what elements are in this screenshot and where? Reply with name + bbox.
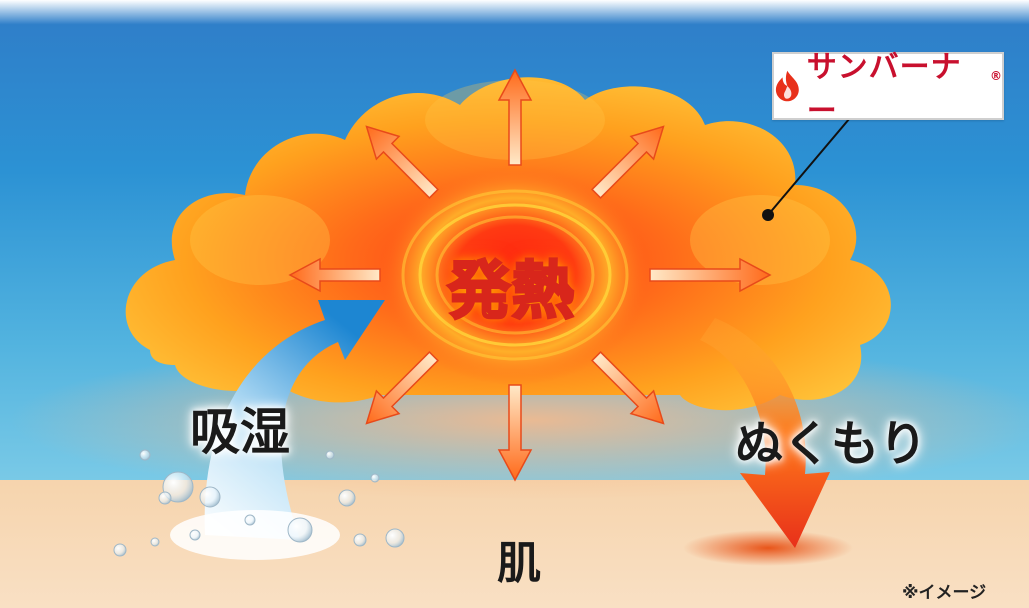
flame-icon <box>775 70 799 102</box>
skin-label: 肌 <box>497 538 541 589</box>
leader-dot <box>762 209 774 221</box>
brand-label: サンバーナー ® <box>772 50 1004 129</box>
radiating-arrows <box>288 68 772 482</box>
heat-rings <box>401 189 629 361</box>
warmth-arrow <box>700 318 830 548</box>
registered-mark: ® <box>990 69 1002 83</box>
image-note: ※イメージ <box>902 583 987 603</box>
skin-layer <box>0 480 1029 608</box>
brand-name: サンバーナー <box>806 50 962 129</box>
warmth-skin-spot <box>683 530 853 566</box>
brand-leader-line <box>767 111 856 216</box>
water-droplets <box>113 449 405 557</box>
warmth-label: ぬくもり <box>735 416 928 472</box>
moisture-arrow <box>204 300 385 540</box>
heat-label: 発熱 <box>446 253 577 329</box>
heat-core-glow <box>380 165 650 385</box>
absorb-label: 吸湿 <box>190 403 290 461</box>
